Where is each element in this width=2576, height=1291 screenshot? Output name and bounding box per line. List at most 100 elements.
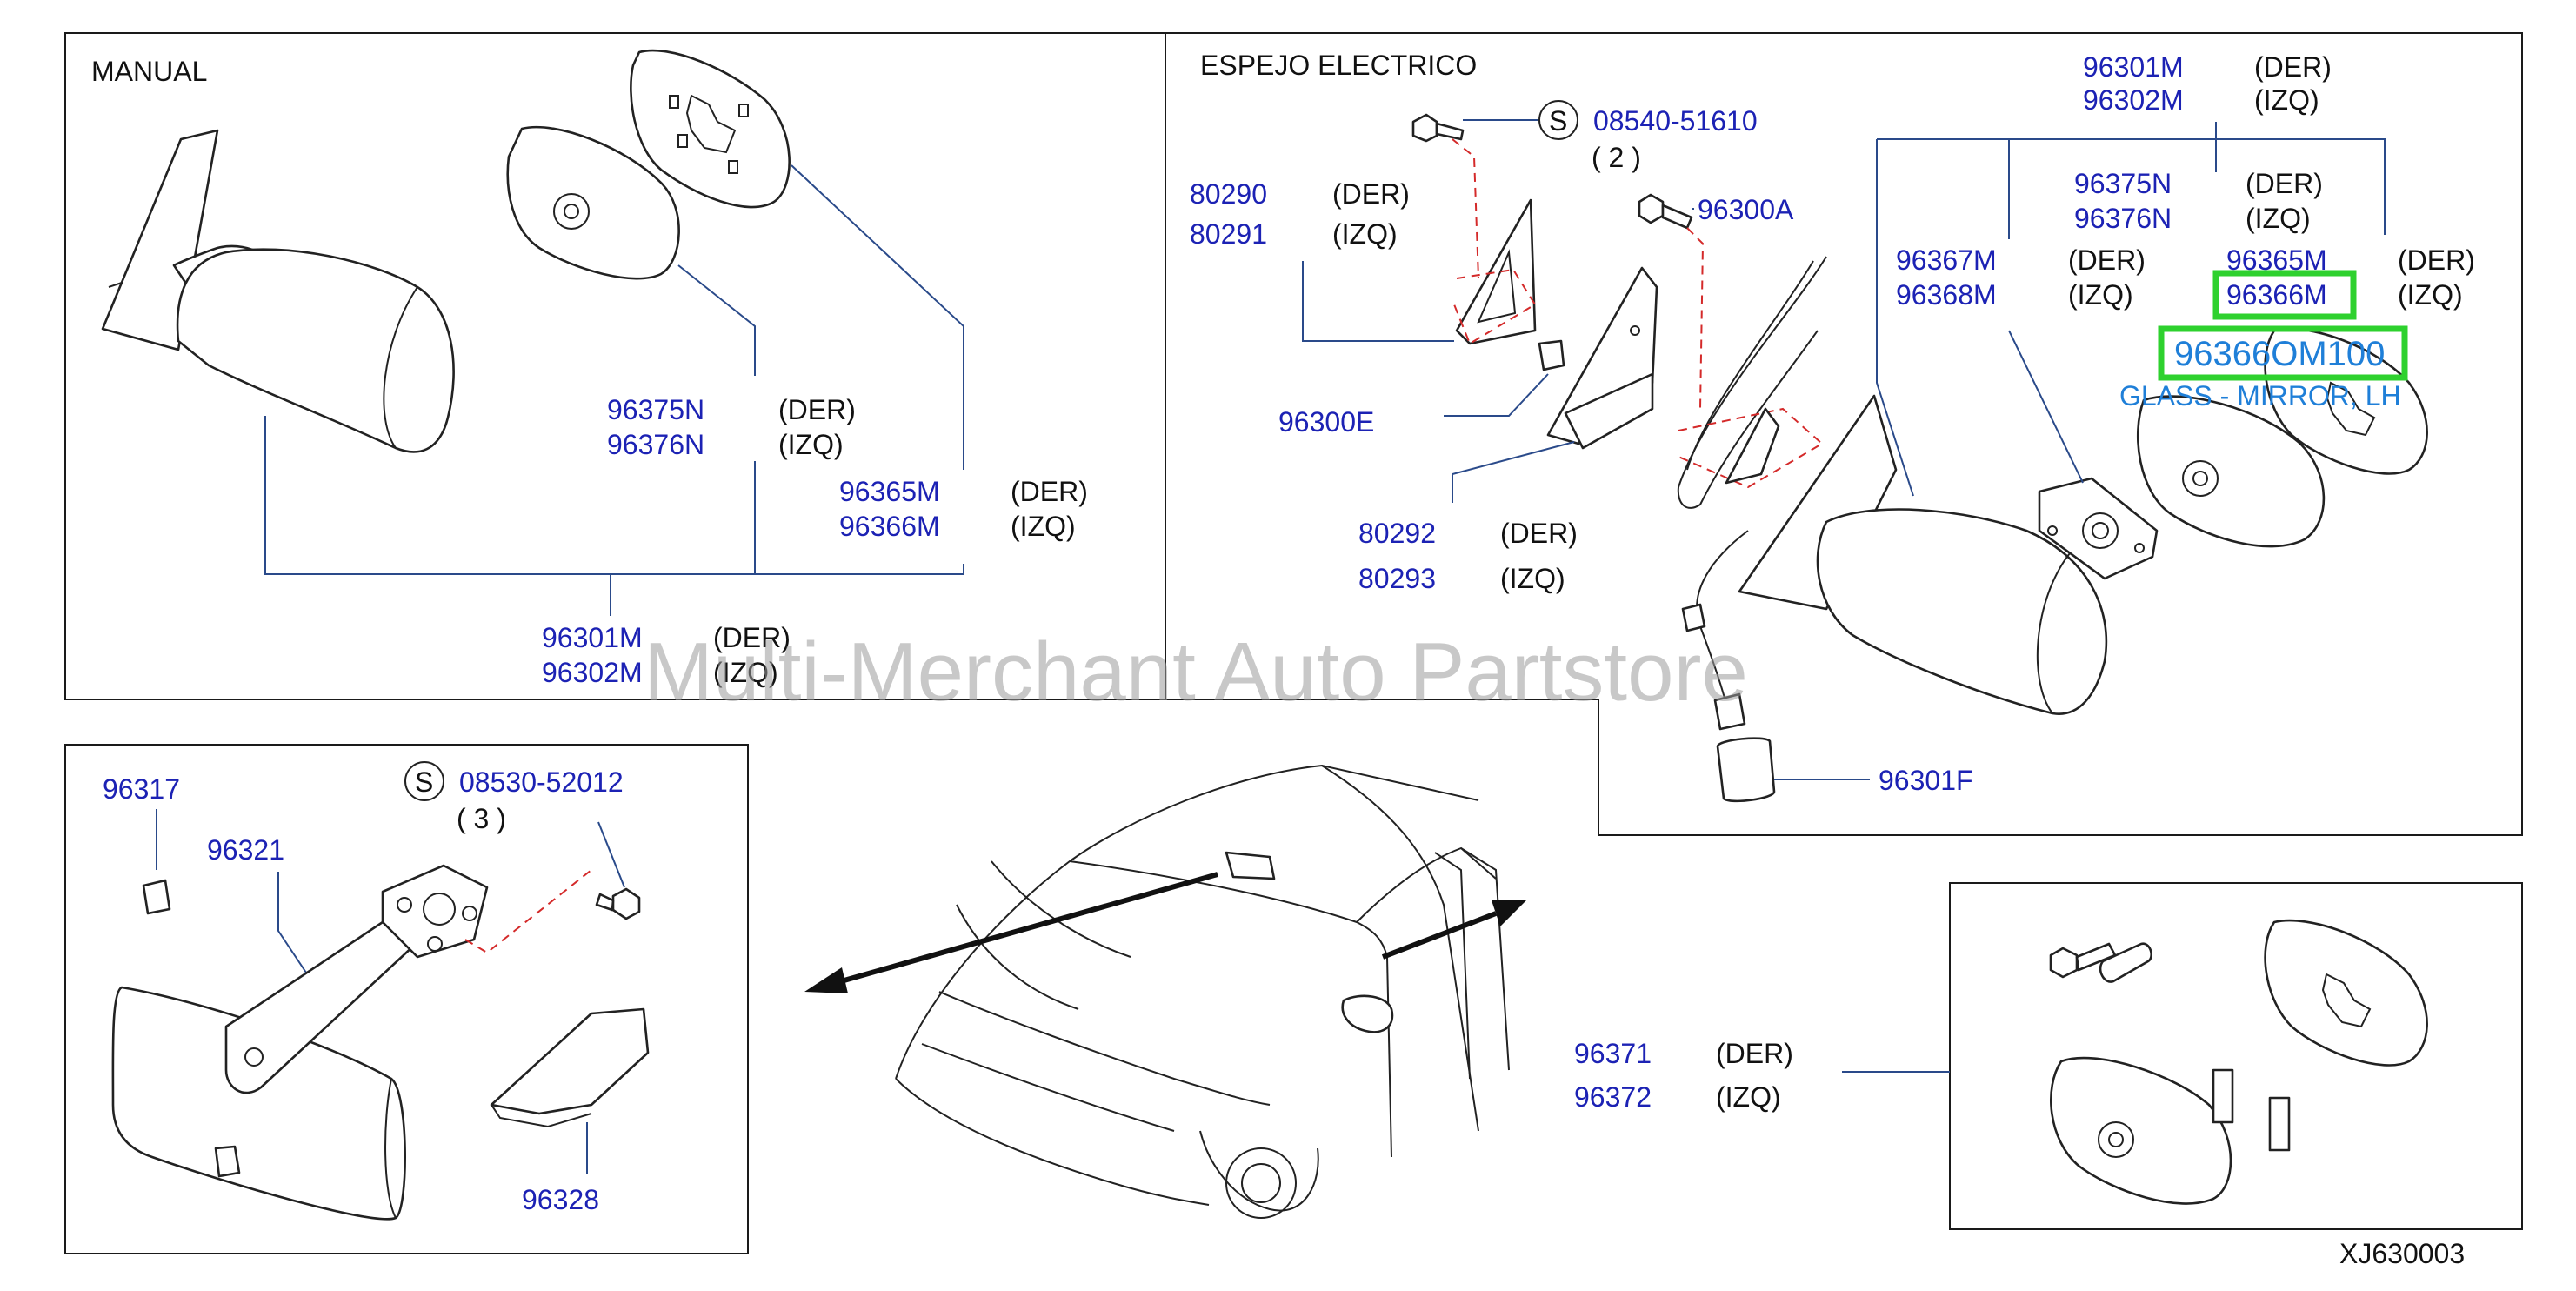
highlight-callout-box — [2158, 325, 2408, 381]
arrowhead-door — [1492, 900, 1526, 926]
leader-80290 — [1302, 261, 1454, 342]
manual-leader-glass — [677, 264, 756, 376]
electric-pn-96301M: 96301M — [2083, 51, 2184, 83]
inner-mirror-stay — [224, 864, 489, 1094]
electric-pn-96376N: 96376N — [2074, 203, 2172, 234]
mirror-cover-96328 — [490, 1007, 650, 1128]
arrow-to-inner-mirror — [834, 872, 1218, 986]
manual-side-der-3: (DER) — [713, 622, 791, 653]
electric-side-izq-1: (IZQ) — [2254, 84, 2319, 116]
electric-pn-96300A: 96300A — [1698, 194, 1794, 225]
electric-mirror-assembly — [1738, 394, 2108, 715]
manual-pn-96365M: 96365M — [839, 476, 940, 507]
electric-pn-96367M: 96367M — [1896, 244, 1997, 276]
inner-pn-08530-52012: 08530-52012 — [459, 766, 624, 798]
manual-leader-assembly — [264, 416, 964, 575]
dashed-bracket-outline — [1452, 268, 1537, 345]
electric-pn-96302M: 96302M — [2083, 84, 2184, 116]
leader-96300e — [1444, 373, 1549, 417]
manual-pn-96375N: 96375N — [607, 394, 704, 425]
manual-side-izq-1: (IZQ) — [778, 429, 844, 460]
electric-pn-80293: 80293 — [1358, 563, 1436, 594]
manual-side-izq-3: (IZQ) — [713, 657, 778, 688]
s-mark-1: S — [1549, 105, 1567, 137]
kit-spacers — [2212, 1068, 2291, 1152]
electric-side-izq-96368M: (IZQ) — [2068, 279, 2133, 311]
manual-pn-96366M: 96366M — [839, 511, 940, 542]
electric-leader-top — [1877, 138, 2386, 235]
glass-kit-section-frame — [1949, 882, 2523, 1230]
electric-pn-96300E: 96300E — [1278, 406, 1374, 438]
inner-pn-96317: 96317 — [103, 773, 180, 805]
s-mark-circle-1 — [1538, 100, 1578, 140]
electric-mirror-base — [1725, 407, 1780, 485]
manual-pn-96302M: 96302M — [542, 657, 643, 688]
electric-pn-80290: 80290 — [1190, 178, 1267, 210]
inner-pn-96328: 96328 — [522, 1184, 599, 1215]
electric-mirror-glass — [2136, 395, 2326, 548]
watermark: Multi-Merchant Auto Partstore — [644, 625, 1748, 719]
inner-mirror-section-frame — [64, 744, 749, 1254]
manual-pn-96376N: 96376N — [607, 429, 704, 460]
dashed-stay-screw — [464, 869, 592, 954]
manual-mirror-glass — [506, 125, 680, 280]
leader-80292 — [1452, 441, 1575, 503]
manual-side-der-1: (DER) — [778, 394, 856, 425]
electric-mirror-backing — [2264, 327, 2428, 475]
manual-side-der-2: (DER) — [1011, 476, 1088, 507]
manual-side-izq-2: (IZQ) — [1011, 511, 1076, 542]
electric-side-izq-80293: (IZQ) — [1500, 563, 1565, 594]
s-mark-circle-2 — [404, 761, 444, 801]
cap-96317 — [142, 879, 171, 915]
clip-96300e — [1538, 339, 1565, 371]
electric-leader-assembly — [1876, 139, 1914, 497]
manual-section-title: MANUAL — [91, 56, 207, 87]
kit-backing — [2264, 919, 2428, 1067]
manual-mirror-assembly — [101, 129, 455, 453]
electric-pn-96366M: 96366M — [2226, 279, 2327, 311]
mirror-actuator-96367m — [2038, 477, 2159, 580]
kit-pin — [2099, 942, 2152, 983]
screw-08540 — [1411, 113, 1465, 143]
glass-side-izq: (IZQ) — [1716, 1081, 1781, 1113]
mirror-wiring-harness — [1681, 530, 1776, 803]
manual-mirror-backing — [630, 49, 791, 209]
dashed-door-mount — [1678, 407, 1824, 489]
diagram-code: XJ630003 — [2339, 1238, 2465, 1269]
car-illustration — [895, 764, 1510, 1219]
manual-section-frame — [64, 32, 1166, 700]
electric-pn-80292: 80292 — [1358, 518, 1436, 549]
door-frame — [1677, 256, 1827, 509]
electric-pn-96375N: 96375N — [2074, 168, 2172, 199]
glass-side-der: (DER) — [1716, 1038, 1793, 1069]
highlight-box-96366M — [2212, 270, 2357, 320]
inner-pn-96321: 96321 — [207, 834, 284, 866]
highlight-part-number: 96366ОМ100 — [2174, 335, 2385, 373]
bolt-96300a — [1638, 193, 1693, 230]
electric-side-izq-96366M: (IZQ) — [2398, 279, 2463, 311]
glass-pn-96371: 96371 — [1574, 1038, 1652, 1069]
electric-side-der-80292: (DER) — [1500, 518, 1578, 549]
arrow-to-door-mirror — [1381, 911, 1498, 960]
leader-96367m — [2008, 330, 2084, 484]
electric-pn-80291: 80291 — [1190, 218, 1267, 250]
arrowhead-inner — [804, 967, 848, 993]
direction-arrows — [804, 872, 1526, 993]
electric-section-title: ESPEJO ELECTRICO — [1200, 50, 1477, 81]
mirror-bracket-80290 — [1455, 198, 1537, 345]
highlight-description: GLASS - MIRROR, LH — [2119, 380, 2401, 411]
leader-96321 — [277, 872, 314, 984]
s-mark-2: S — [415, 766, 433, 798]
electric-pn-96368M: 96368M — [1896, 279, 1997, 311]
screw-08530 — [595, 887, 641, 920]
electric-side-der-96375N: (DER) — [2246, 168, 2323, 199]
dashed-screw-path-1 — [1452, 138, 1479, 279]
manual-pn-96301M: 96301M — [542, 622, 643, 653]
kit-glass — [2050, 1056, 2232, 1205]
electric-side-der-80290: (DER) — [1332, 178, 1410, 210]
electric-side-der-96367M: (DER) — [2068, 244, 2146, 276]
electric-pn-96301F: 96301F — [1879, 765, 1973, 796]
electric-section-frame — [1165, 32, 2523, 836]
inner-rear-view-mirror — [111, 986, 406, 1221]
